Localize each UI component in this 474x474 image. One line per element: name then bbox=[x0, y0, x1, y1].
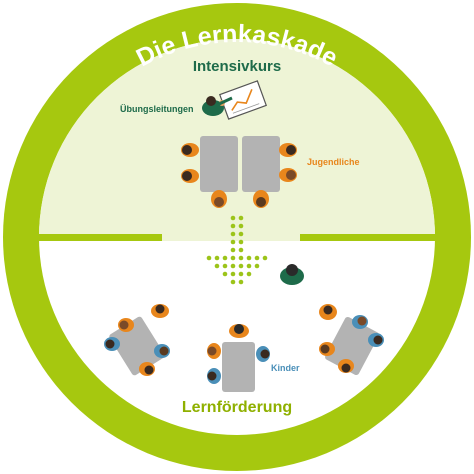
section-title-lernfoerderung: Lernförderung bbox=[181, 399, 293, 416]
table-group-right bbox=[319, 304, 384, 376]
presentation-board-icon bbox=[218, 80, 268, 120]
section-title-intensivkurs: Intensivkurs bbox=[192, 58, 282, 75]
divider-left bbox=[36, 234, 162, 241]
label-kids: Kinder bbox=[271, 363, 300, 373]
mentor-figure bbox=[280, 264, 304, 285]
divider-right bbox=[300, 234, 440, 241]
label-instructors: Übungsleitungen bbox=[120, 104, 194, 114]
label-teens: Jugendliche bbox=[307, 157, 360, 167]
table-group-center bbox=[207, 324, 270, 392]
instructor-figure bbox=[202, 96, 233, 116]
table-top-left bbox=[200, 136, 238, 192]
table-group-left bbox=[104, 304, 170, 376]
table-top-right bbox=[242, 136, 280, 192]
arrow-down-icon bbox=[206, 215, 268, 285]
teens-group bbox=[181, 143, 297, 208]
